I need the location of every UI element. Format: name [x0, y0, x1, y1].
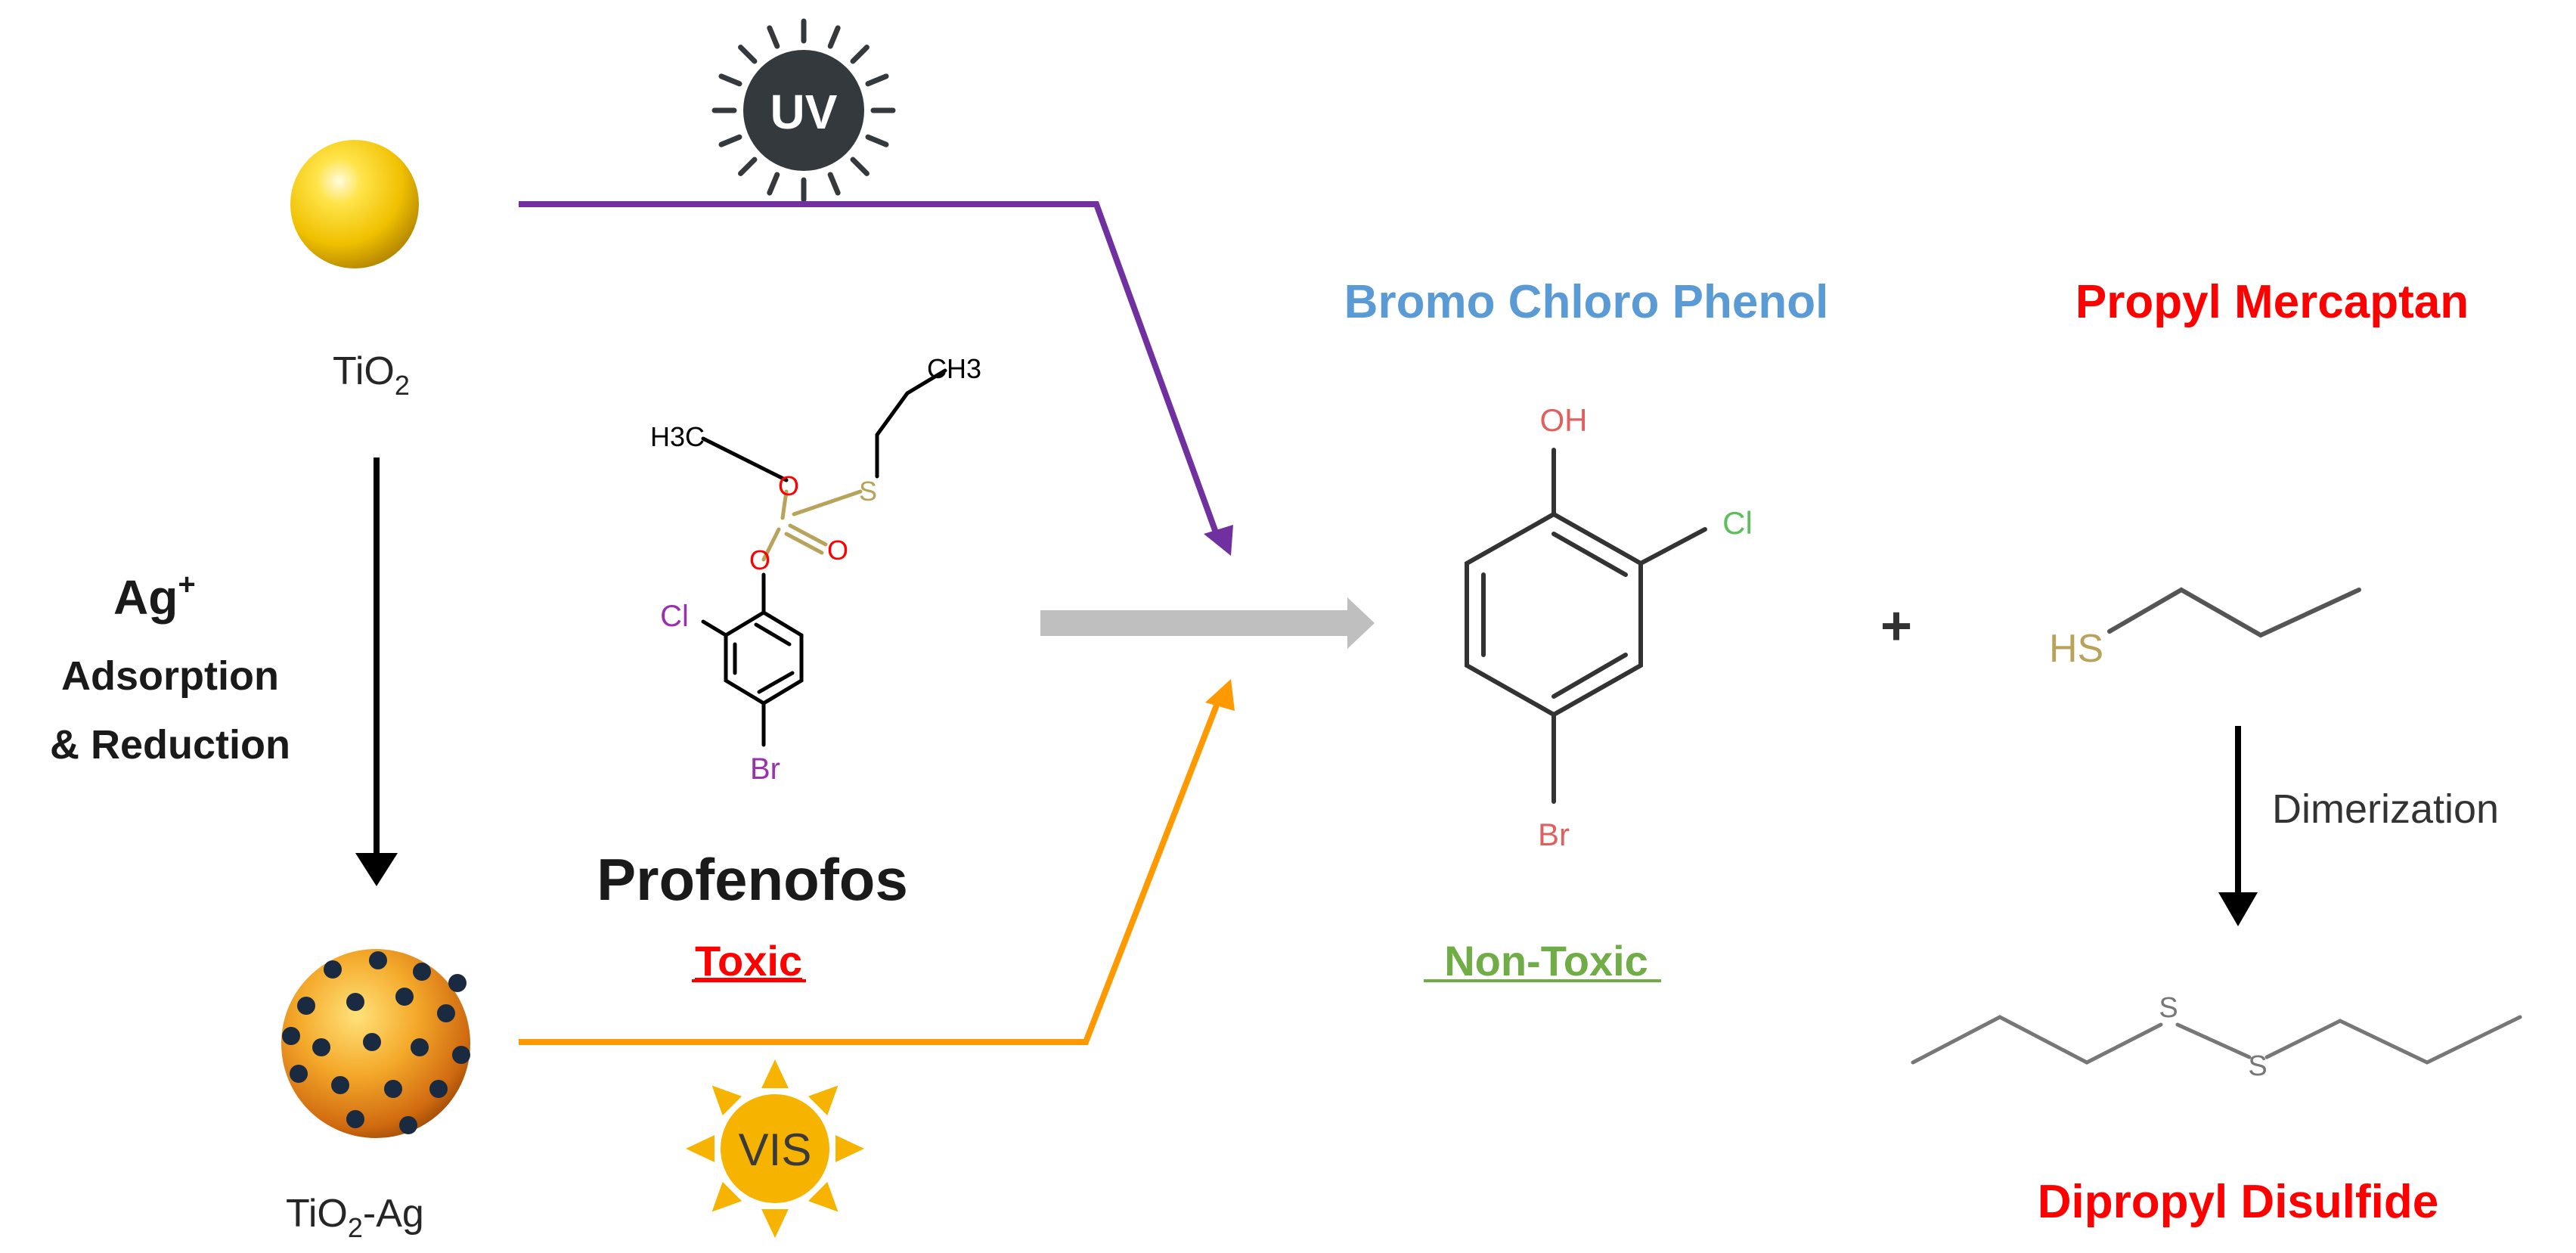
silver-nanoparticle-dot: [363, 1033, 381, 1051]
tio2-ag-label: TiO2-Ag: [286, 1192, 424, 1243]
phenol-name: Bromo Chloro Phenol: [1344, 276, 1829, 328]
silver-nanoparticle-dot: [346, 993, 364, 1011]
phenol-atom-oh: OH: [1540, 402, 1588, 438]
atom-oxygen-double: O: [827, 535, 848, 566]
vis-path-arrow: [519, 679, 1235, 1045]
vis-ray: [808, 1085, 839, 1116]
uv-ray: [865, 73, 889, 87]
silver-nanoparticle-dot: [452, 1046, 470, 1064]
uv-ray: [738, 45, 758, 64]
tio2-label: TiO2: [333, 349, 410, 401]
silver-nanoparticle-dot: [384, 1080, 402, 1098]
vis-ray: [711, 1181, 742, 1212]
uv-label: UV: [770, 85, 838, 139]
silver-nanoparticle-dot: [331, 1076, 349, 1094]
profenofos-atom-labels: CH3 H3C O O O S Cl Br: [650, 353, 981, 786]
atom-oxygen-ester: O: [778, 470, 799, 501]
uv-sun-icon: UV: [711, 18, 896, 203]
atom-h3c-left: H3C: [650, 421, 705, 452]
profenofos-name: Profenofos: [597, 846, 908, 913]
silver-nanoparticle-dot: [399, 1116, 417, 1134]
silver-nanoparticle-dot: [429, 1080, 448, 1098]
vis-ray: [686, 1135, 715, 1162]
uv-ray: [865, 134, 889, 147]
uv-ray: [718, 134, 742, 147]
disulfide-atom-s1: S: [2159, 992, 2178, 1024]
modification-arrow-head: [355, 853, 398, 886]
silver-nanoparticle-dot: [411, 1038, 429, 1056]
uv-ray: [767, 172, 780, 196]
uv-path-arrow: [519, 201, 1233, 556]
vis-ray: [835, 1135, 864, 1162]
mercaptan-atom-hs: HS: [2049, 627, 2103, 671]
vis-sun-icon: VIS: [686, 1059, 864, 1238]
vis-ray: [761, 1059, 789, 1088]
phenol-atom-cl: Cl: [1722, 505, 1753, 541]
uv-ray: [767, 25, 780, 49]
uv-ray: [827, 172, 841, 196]
silver-modification-step: Ag+ Adsorption & Reduction: [50, 457, 398, 886]
atom-chlorine: Cl: [660, 600, 689, 633]
adsorption-label: Adsorption: [61, 653, 279, 699]
silver-nanoparticle-dot: [346, 1110, 364, 1128]
uv-ray: [850, 45, 870, 64]
silver-ion-label: Ag+: [113, 568, 196, 625]
vis-ray: [808, 1181, 839, 1212]
main-reaction-arrow: [1040, 597, 1375, 649]
silver-nanoparticle-dot: [448, 974, 467, 992]
vis-ray: [711, 1085, 742, 1116]
dimerization-label: Dimerization: [2272, 786, 2499, 832]
silver-nanoparticle-dot: [290, 1065, 308, 1083]
phenol-toxicity: Non-Toxic: [1444, 937, 1648, 985]
tio2-catalyst: TiO2: [290, 140, 419, 401]
atom-bromine: Br: [750, 752, 780, 786]
atom-ch3-top: CH3: [927, 353, 981, 384]
tio2-ag-catalyst: TiO2-Ag: [281, 949, 470, 1243]
disulfide-structure: [1911, 1015, 2522, 1065]
phenol-benzene-ring: [1465, 511, 1643, 718]
profenofos-toxicity: Toxic: [695, 937, 802, 985]
vis-ray: [761, 1209, 789, 1238]
silver-nanoparticle-dot: [395, 988, 414, 1006]
silver-nanoparticle-dot: [413, 963, 431, 981]
uv-ray: [738, 157, 758, 176]
mercaptan-structure: [2107, 587, 2361, 638]
silver-nanoparticle-dot: [324, 960, 342, 979]
reduction-label: & Reduction: [50, 722, 290, 768]
uv-ray: [718, 73, 742, 87]
vis-label: VIS: [739, 1124, 812, 1175]
silver-nanoparticle-dot: [312, 1038, 330, 1056]
atom-sulfur: S: [859, 476, 877, 507]
disulfide-name: Dipropyl Disulfide: [2038, 1176, 2438, 1228]
disulfide-atom-s2: S: [2248, 1050, 2267, 1082]
uv-ray: [850, 157, 870, 176]
phenol-atom-br: Br: [1538, 817, 1570, 852]
silver-nanoparticles: [282, 951, 470, 1134]
atom-oxygen-aryl: O: [749, 544, 770, 575]
plus-sign: +: [1880, 596, 1912, 656]
profenofos-structure: [701, 368, 947, 747]
uv-ray: [827, 25, 841, 49]
dimerization-arrow: [2218, 726, 2258, 926]
mercaptan-name: Propyl Mercaptan: [2075, 276, 2469, 328]
tio2-sphere: [290, 140, 419, 268]
phenol-structure: [1465, 448, 1707, 804]
silver-nanoparticle-dot: [369, 951, 387, 969]
silver-nanoparticle-dot: [437, 1004, 455, 1022]
silver-nanoparticle-dot: [282, 1027, 300, 1045]
silver-nanoparticle-dot: [297, 997, 315, 1015]
